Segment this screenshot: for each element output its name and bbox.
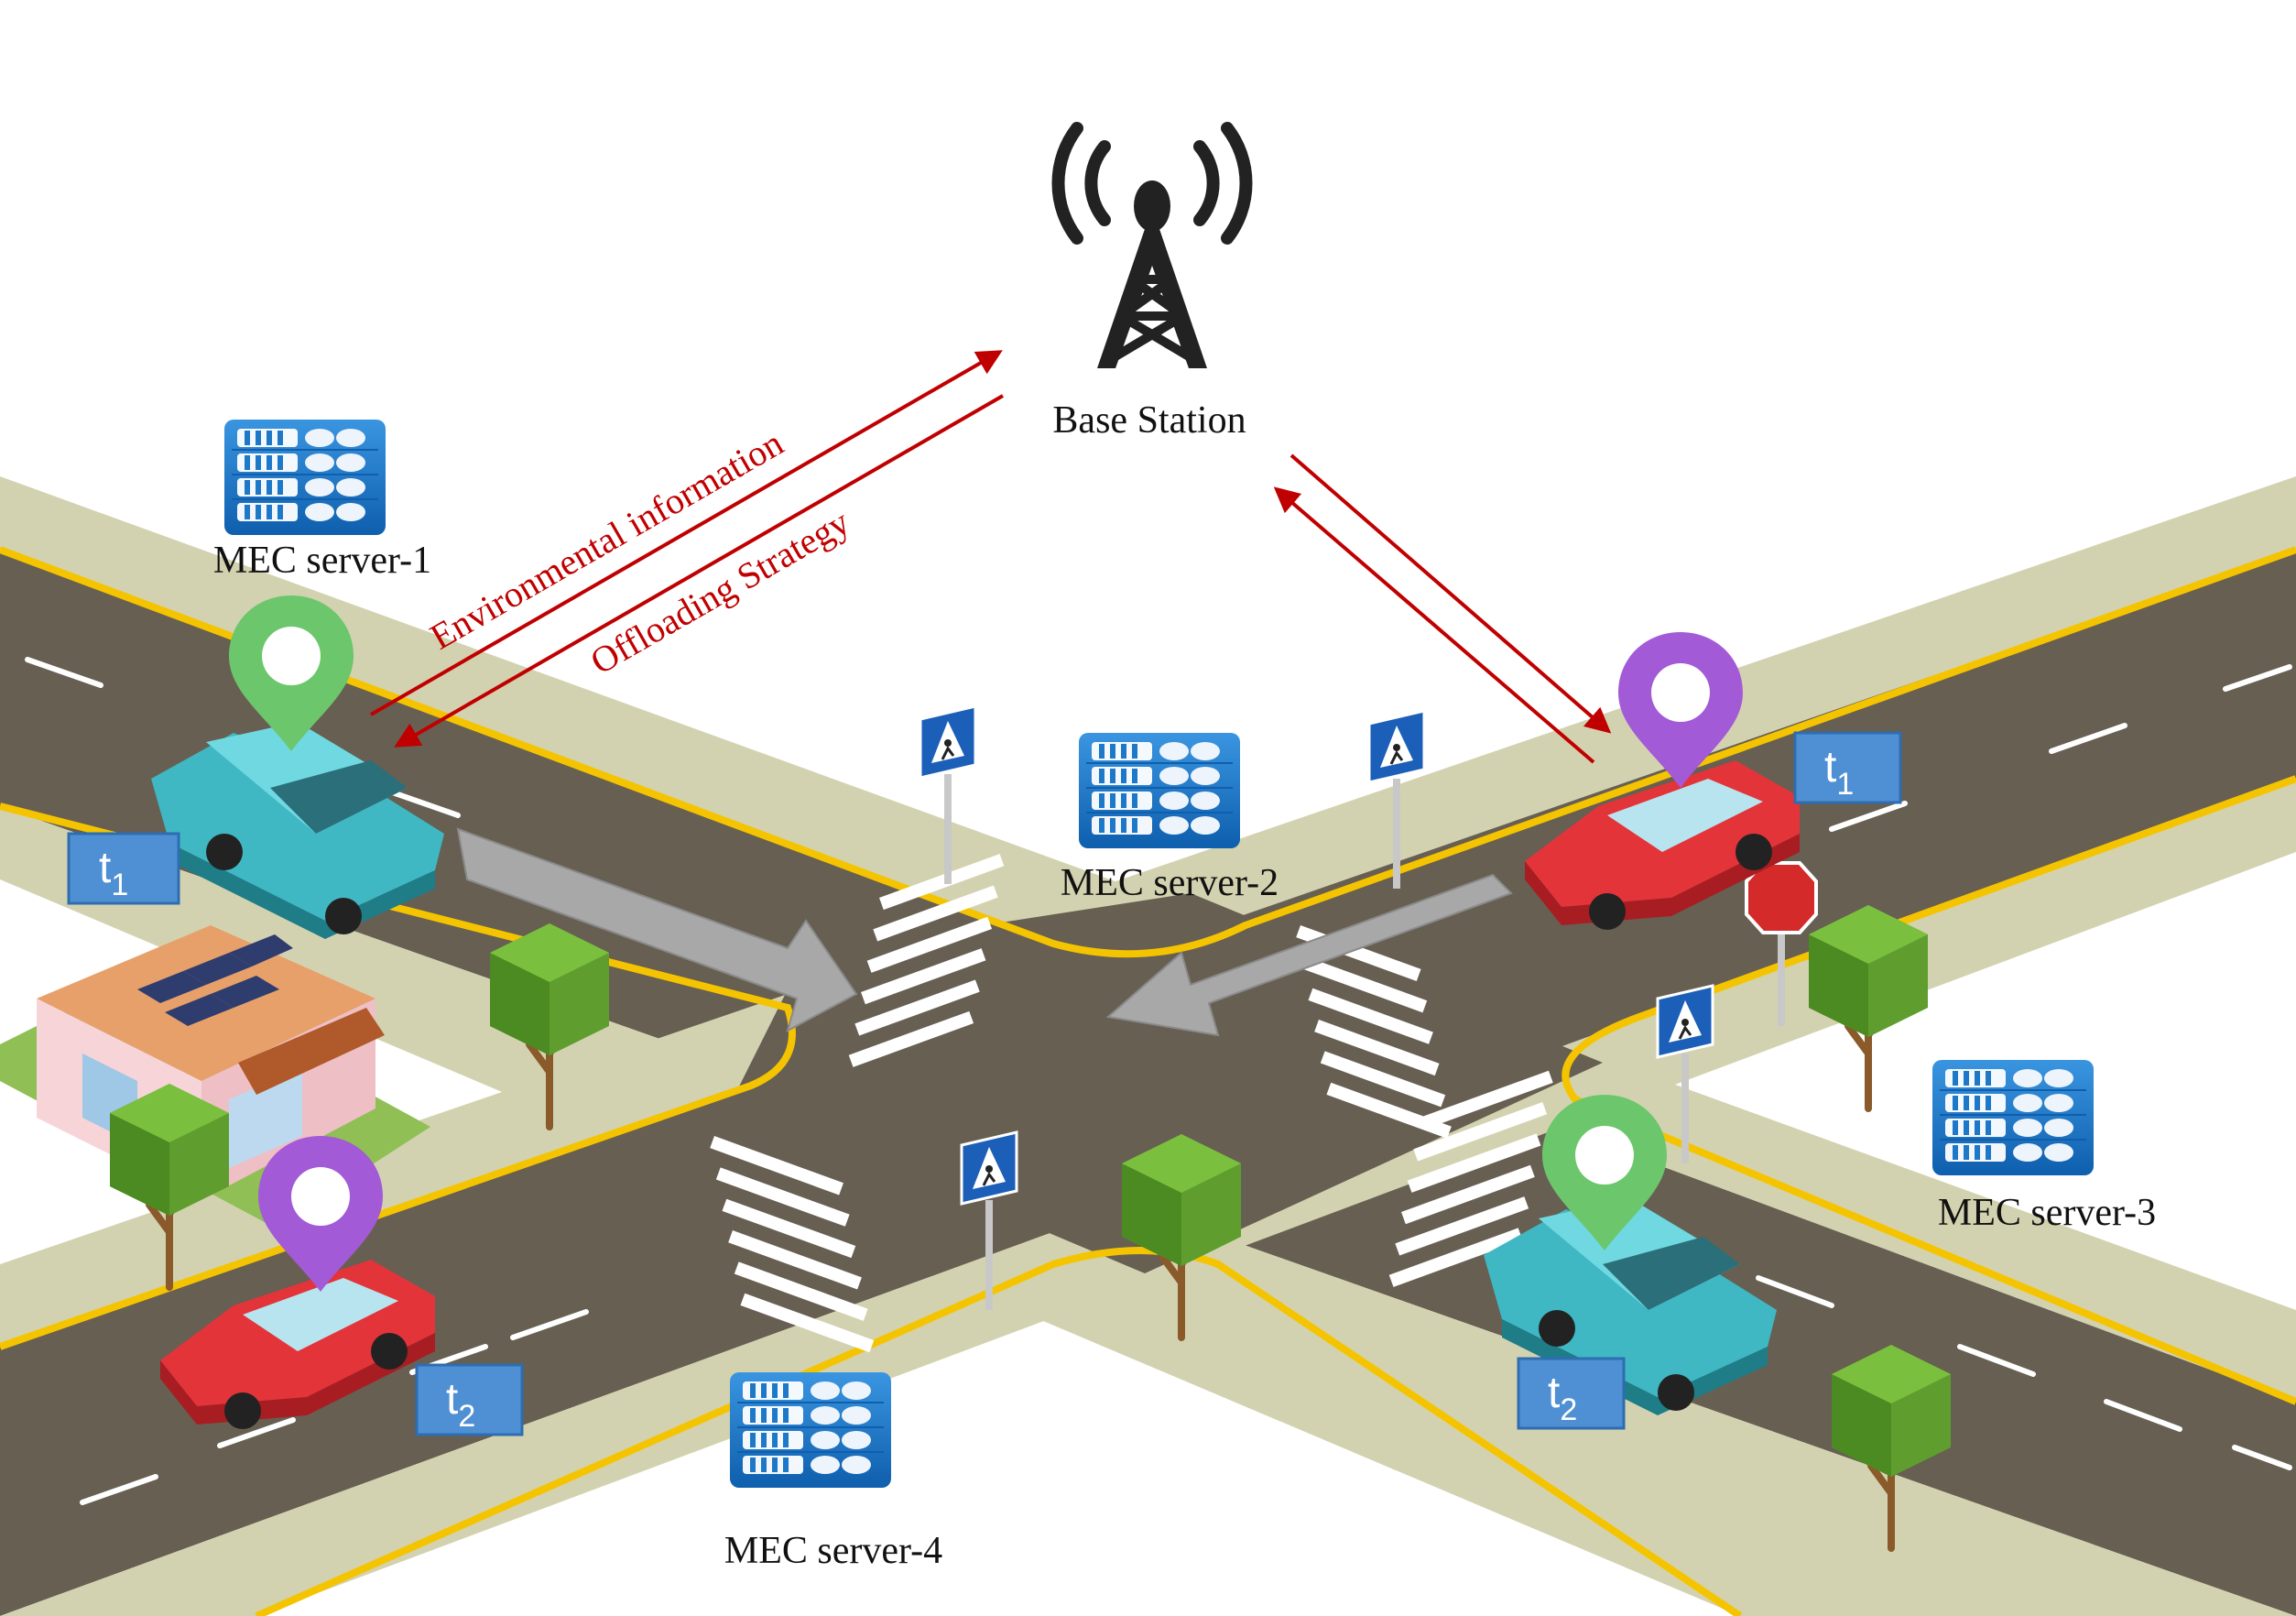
time-tag-t2-left: t2 — [415, 1363, 524, 1436]
svg-text:t1: t1 — [99, 844, 128, 902]
right-link-arrow-down — [1289, 453, 1612, 734]
stop-sign-icon — [1745, 861, 1818, 1026]
pin-purple-icon — [1618, 632, 1743, 788]
environmental-information-label: Environmental information — [423, 422, 790, 658]
direction-arrow-right — [1105, 873, 1513, 1037]
base-station-label: Base Station — [1052, 399, 1246, 442]
tree — [1809, 905, 1928, 1108]
mec-server-2-label: MEC server-2 — [1061, 862, 1279, 904]
time-tag-t1-right: t1 — [1793, 731, 1902, 804]
right-link-arrow-up — [1273, 486, 1595, 764]
curb-lines — [0, 546, 2296, 1616]
svg-text:t2: t2 — [446, 1375, 475, 1434]
car-red-t2 — [160, 1260, 435, 1429]
mec-server-1-label: MEC server-1 — [213, 540, 431, 582]
mec-server-4-label: MEC server-4 — [724, 1530, 942, 1572]
pin-purple-icon — [258, 1136, 383, 1292]
svg-text:t2: t2 — [1548, 1369, 1577, 1427]
pin-green-icon — [229, 595, 354, 751]
mec-server-3-label: MEC server-3 — [1938, 1192, 2156, 1234]
svg-text:t1: t1 — [1824, 743, 1854, 802]
car-red-t1 — [1525, 760, 1800, 930]
mec-server-4-icon — [729, 1371, 892, 1489]
direction-arrow-left — [456, 827, 858, 1032]
time-tag-t2-right: t2 — [1517, 1357, 1626, 1430]
uplink-arrow — [370, 350, 1003, 716]
mec-server-3-icon — [1931, 1059, 2095, 1176]
crosswalks — [710, 854, 1553, 1353]
pin-green-icon — [1542, 1095, 1667, 1250]
mec-server-1-icon — [223, 419, 386, 536]
car-cyan-t1 — [151, 722, 444, 939]
time-tag-t1-left: t1 — [67, 832, 180, 905]
car-cyan-t2 — [1484, 1198, 1777, 1415]
base-station-tower-icon — [1051, 122, 1253, 368]
downlink-arrow — [394, 394, 1004, 748]
mec-server-2-icon — [1078, 732, 1241, 849]
